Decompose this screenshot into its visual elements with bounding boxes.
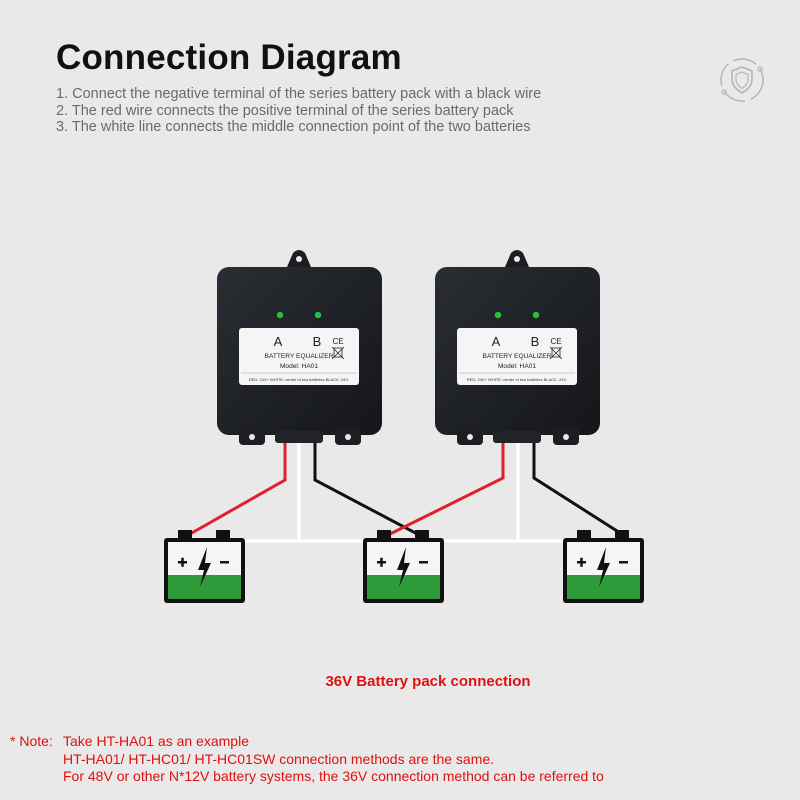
shield-icon [720, 58, 764, 102]
wire-red-device1 [182, 438, 287, 540]
wire-black-device1 [313, 438, 426, 540]
weee-icon [331, 346, 345, 360]
wire-red-device2 [381, 438, 505, 540]
instruction-list: 1. Connect the negative terminal of the … [56, 86, 541, 136]
weee-icon [549, 346, 563, 360]
wire-black-device2 [532, 438, 629, 540]
wires [182, 438, 629, 543]
battery-equalizer-2: A B CE BATTERY EQUALIZER Model: HA01 RED… [435, 250, 600, 445]
note-block: * Note: Take HT-HA01 as an example HT-HA0… [10, 733, 604, 786]
terminal-b-label: B [531, 334, 540, 349]
device-model: Model: HA01 [280, 363, 318, 370]
battery-2 [363, 530, 444, 603]
instruction-step-1: 1. Connect the negative terminal of the … [56, 86, 542, 102]
note-line-1: Take HT-HA01 as an example [63, 733, 249, 749]
ce-mark: CE [332, 337, 343, 346]
terminal-b-label: B [313, 334, 322, 349]
device-label-panel [457, 328, 577, 385]
battery-1 [164, 530, 245, 603]
device-name: BATTERY EQUALIZER [265, 353, 334, 360]
terminal-a-label: A [274, 334, 283, 349]
page-title: Connection Diagram [56, 38, 402, 77]
instruction-step-2: 2. The red wire connects the positive te… [56, 102, 514, 119]
battery-icon [164, 530, 245, 603]
led-a [276, 311, 284, 319]
terminal-a-label: A [492, 334, 501, 349]
device-spec: RED: 24V+ WHITE: center of two batteries… [249, 377, 350, 382]
device-label-panel [239, 328, 359, 385]
battery-icon [563, 530, 644, 603]
ce-mark: CE [550, 337, 561, 346]
battery-icon [363, 530, 444, 603]
led-b [314, 311, 322, 319]
instruction-step-3: 3. The white line connects the middle co… [56, 119, 531, 135]
device-spec: RED: 24V+ WHITE: center of two batteries… [467, 377, 568, 382]
led-a [494, 311, 502, 319]
battery-3 [563, 530, 644, 603]
led-b [532, 311, 540, 319]
device-model: Model: HA01 [498, 363, 536, 370]
device-name: BATTERY EQUALIZER [483, 353, 552, 360]
note-line-3: For 48V or other N*12V battery systems, … [63, 768, 604, 784]
note-line-2: HT-HA01/ HT-HC01/ HT-HC01SW connection m… [63, 750, 495, 767]
note-prefix: * Note: [10, 733, 53, 749]
battery-equalizer-1: A B CE BATTERY EQUALIZER Model: HA01 RED… [217, 250, 382, 445]
diagram-caption: 36V Battery pack connection [325, 673, 531, 690]
